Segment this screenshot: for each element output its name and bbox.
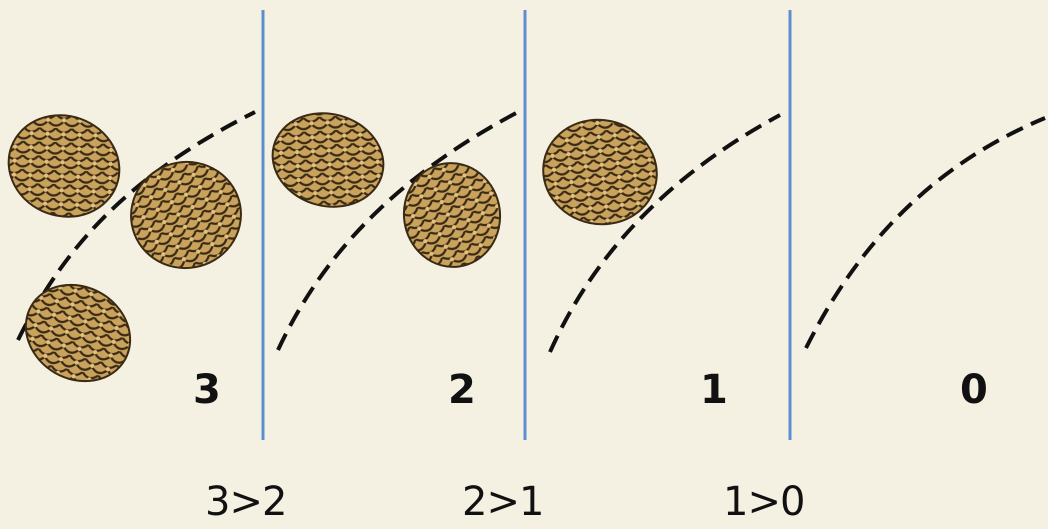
panel-3-label: 3	[193, 370, 221, 410]
comparison-3-2: 3>2	[205, 482, 286, 522]
pine-cone	[533, 109, 666, 234]
panel-0	[806, 118, 1045, 348]
pine-cone	[0, 100, 134, 232]
panel-3	[0, 100, 255, 400]
pine-cone	[8, 266, 148, 400]
panel-2-label: 2	[448, 370, 476, 410]
comparison-2-1: 2>1	[462, 482, 543, 522]
pine-cone	[123, 153, 250, 276]
pine-cone	[397, 157, 507, 273]
pine-cone	[262, 101, 394, 219]
comparison-1-0: 1>0	[723, 482, 804, 522]
branch	[806, 118, 1045, 348]
panel-2	[262, 101, 518, 350]
panel-1-label: 1	[700, 370, 728, 410]
panel-0-label: 0	[960, 370, 988, 410]
panel-1	[533, 109, 780, 352]
